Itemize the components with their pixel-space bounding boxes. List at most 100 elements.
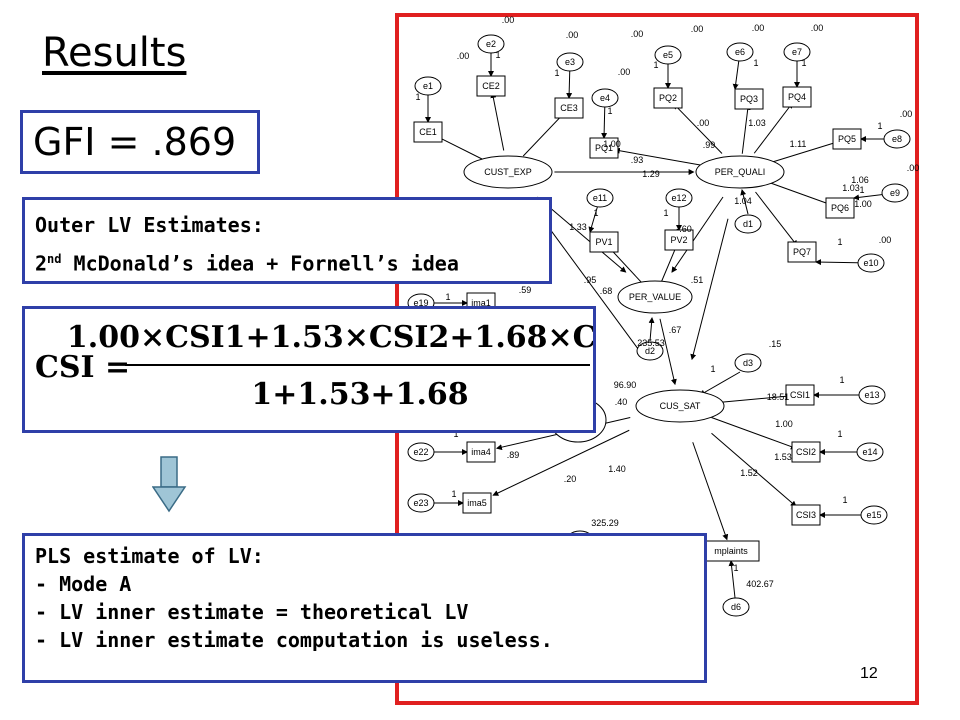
error-term-label: d3 (743, 358, 753, 368)
pls-heading: PLS estimate of LV: (35, 544, 264, 568)
error-term (881, 183, 909, 203)
fixed-loading-mark: 1 (445, 292, 450, 302)
fixed-loading-mark: 1 (733, 563, 738, 573)
path-coefficient: .00 (811, 23, 824, 33)
path-arrow (755, 191, 798, 247)
path-coefficient: 1.06 (851, 175, 869, 185)
error-term (477, 34, 505, 54)
path-arrow (433, 134, 489, 163)
path-arrow (490, 91, 505, 151)
path-arrow (699, 371, 741, 396)
indicator-label: CSI3 (796, 510, 816, 520)
indicator-box (554, 97, 584, 119)
ordinal-number: 2 (35, 251, 48, 276)
path-coefficient: 1.29 (642, 169, 660, 179)
indicator-label: PQ7 (793, 247, 811, 257)
formula-lhs: CSI = (35, 350, 130, 385)
path-arrow (709, 393, 792, 404)
path-coefficient: 1.11 (790, 139, 807, 149)
outer-lv-estimates-box: Outer LV Estimates: 2nd McDonald’s idea … (22, 197, 552, 284)
path-arrow (613, 147, 707, 167)
latent-variable (695, 155, 785, 189)
indicator-label: PV1 (595, 237, 612, 247)
indicator-box (791, 504, 821, 526)
error-term (883, 129, 911, 149)
path-coefficient: .99 (703, 140, 716, 150)
path-coefficient: 1.00 (775, 419, 793, 429)
fixed-loading-mark: 1 (663, 208, 668, 218)
path-arrow (711, 432, 797, 507)
path-coefficient: -.60 (676, 224, 692, 234)
indicator-label: ima5 (467, 498, 487, 508)
path-coefficient: 96.90 (614, 380, 637, 390)
error-term-label: e5 (663, 50, 673, 60)
outer-box-line2-text: McDonald’s idea + Fornell’s idea (61, 251, 459, 276)
error-term-label: e6 (735, 47, 745, 57)
indicator-box (476, 75, 506, 97)
error-term-label: e10 (863, 258, 878, 268)
indicator-box (832, 128, 862, 150)
indicator-label: mplaints (714, 546, 748, 556)
pls-item: - LV inner estimate computation is usele… (35, 628, 553, 652)
fixed-loading-mark: 1 (753, 58, 758, 68)
path-coefficient: 325.29 (591, 518, 619, 528)
error-term-label: e7 (792, 47, 802, 57)
path-coefficient: .89 (507, 450, 520, 460)
fixed-loading-mark: 1 (607, 106, 612, 116)
error-term-label: d6 (731, 602, 741, 612)
indicator-label: PQ4 (788, 92, 806, 102)
path-coefficient: .20 (564, 474, 577, 484)
error-term (407, 442, 435, 462)
ordinal-suffix: nd (47, 252, 62, 266)
indicator-label: CE2 (482, 81, 500, 91)
indicator-box (785, 384, 815, 406)
fixed-loading-mark: 1 (837, 237, 842, 247)
indicator-label: CSI1 (790, 390, 810, 400)
indicator-box (664, 229, 694, 251)
path-coefficient: .95 (584, 275, 597, 285)
path-coefficient: .40 (615, 397, 628, 407)
path-arrow (648, 317, 655, 342)
path-arrow (492, 429, 630, 496)
path-arrow (711, 417, 797, 450)
indicator-box (734, 88, 764, 110)
latent-label: PER_QUALI (715, 167, 766, 177)
path-coefficient: .67 (669, 325, 682, 335)
latent-variable (635, 389, 725, 423)
fixed-loading-mark: 1 (801, 58, 806, 68)
csi-formula: CSI = 1.00×CSI1+1.53×CSI2+1.68×CSI3 1+1.… (35, 320, 653, 412)
error-term (860, 505, 888, 525)
path-coefficient: .00 (752, 23, 765, 33)
path-coefficient: .68 (600, 286, 613, 296)
path-arrow (660, 243, 678, 283)
path-coefficient: .00 (457, 51, 470, 61)
path-arrow (692, 442, 729, 541)
fixed-loading-mark: 1 (451, 489, 456, 499)
path-coefficient: 1.52 (740, 468, 758, 478)
error-term (734, 353, 762, 373)
path-arrow (671, 196, 724, 273)
fixed-loading-mark: 1 (877, 121, 882, 131)
latent-label: CUST_EXP (484, 167, 532, 177)
path-coefficient: 1.00 (603, 139, 621, 149)
path-arrow (541, 218, 647, 361)
fixed-loading-mark: 1 (554, 68, 559, 78)
error-term (636, 341, 664, 361)
error-term-label: e2 (486, 39, 496, 49)
error-term-label: e1 (423, 81, 433, 91)
error-term-label: e9 (890, 188, 900, 198)
path-coefficient: 1.03 (842, 183, 860, 193)
error-term (586, 188, 614, 208)
error-term-label: d2 (645, 346, 655, 356)
path-coefficient: .00 (618, 67, 631, 77)
path-coefficient: .00 (566, 30, 579, 40)
error-term (722, 597, 750, 617)
path-coefficient: .15 (769, 339, 782, 349)
indicator-box (825, 197, 855, 219)
indicator-label: PQ5 (838, 134, 856, 144)
path-arrow (522, 112, 565, 157)
indicator-box (782, 86, 812, 108)
csi-formula-box: CSI = 1.00×CSI1+1.53×CSI2+1.68×CSI3 1+1.… (22, 306, 653, 433)
down-arrow-icon (151, 455, 188, 517)
path-coefficient: .51 (691, 275, 704, 285)
